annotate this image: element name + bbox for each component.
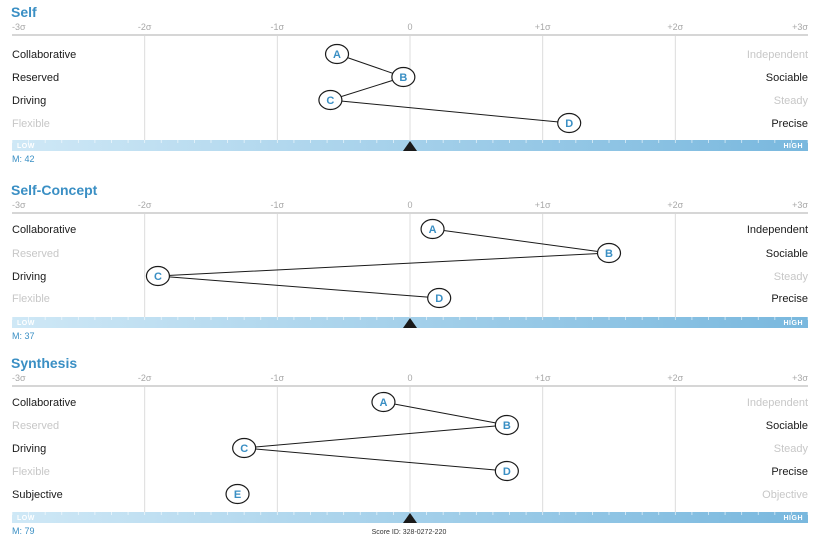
row-label-right: Steady (774, 271, 809, 283)
mean-marker (403, 141, 417, 151)
mean-marker (403, 318, 417, 328)
row-label-left: Collaborative (12, 49, 76, 61)
row-label-right: Steady (774, 95, 809, 107)
row-label-right: Independent (747, 397, 808, 409)
axis-tick-label: 0 (407, 373, 412, 383)
data-point (494, 460, 519, 482)
row-label-right: Precise (771, 293, 808, 305)
axis-tick-label: 0 (407, 200, 412, 210)
row-label-left: Flexible (12, 118, 50, 130)
row-label-right: Independent (747, 49, 808, 61)
data-point-label: E (234, 489, 241, 501)
axis-tick-label: +1σ (535, 373, 551, 383)
data-point (371, 391, 396, 413)
bar-high-label: HIGH (784, 320, 804, 327)
row-label-left: Reserved (12, 420, 59, 432)
bar-low-label: LOW (17, 515, 35, 522)
axis-tick-label: +2σ (667, 373, 683, 383)
data-point (318, 89, 343, 111)
data-point-label: C (326, 95, 334, 107)
mean-value: M: 42 (12, 154, 35, 164)
data-point-label: B (605, 248, 613, 260)
data-point-label: C (240, 443, 248, 455)
row-label-left: Subjective (12, 489, 63, 501)
data-point (145, 265, 171, 287)
row-label-left: Flexible (12, 466, 50, 478)
axis-tick-label: +1σ (535, 22, 551, 32)
axis-tick-label: -3σ (12, 373, 26, 383)
mean-value: M: 37 (12, 331, 35, 341)
data-point-label: C (154, 271, 162, 283)
row-label-left: Driving (12, 271, 46, 283)
axis-tick-label: -2σ (138, 373, 152, 383)
row-label-right: Sociable (766, 420, 808, 432)
data-point-label: B (503, 420, 511, 432)
row-label-right: Sociable (766, 72, 808, 84)
axis-tick-label: -3σ (12, 200, 26, 210)
data-point-label: B (399, 72, 407, 84)
profile-line (157, 228, 610, 299)
axis-tick-label: +3σ (792, 22, 808, 32)
axis-tick-label: -2σ (138, 22, 152, 32)
axis-tick-label: -2σ (138, 200, 152, 210)
bar-high-label: HIGH (784, 515, 804, 522)
row-label-left: Flexible (12, 293, 50, 305)
data-point-label: A (333, 49, 341, 61)
data-point (391, 66, 416, 88)
axis-tick-label: -1σ (271, 373, 285, 383)
row-label-left: Reserved (12, 72, 59, 84)
data-point (427, 287, 452, 309)
axis-tick-label: +2σ (667, 22, 683, 32)
row-label-left: Collaborative (12, 224, 76, 236)
row-label-right: Objective (762, 489, 808, 501)
data-point (420, 218, 445, 240)
bar-low-label: LOW (17, 320, 35, 327)
section-title: Self (11, 4, 37, 20)
row-label-right: Independent (747, 224, 808, 236)
row-label-left: Collaborative (12, 397, 76, 409)
bar-high-label: HIGH (784, 143, 804, 150)
data-point (324, 43, 350, 65)
data-point (494, 414, 519, 436)
axis-tick-label: 0 (407, 22, 412, 32)
data-point-label: A (379, 397, 387, 409)
row-label-right: Precise (771, 118, 808, 130)
bar-low-label: LOW (17, 143, 35, 150)
row-label-left: Reserved (12, 248, 59, 260)
data-point (596, 242, 622, 264)
score-id: Score ID: 328-0272-220 (372, 529, 447, 536)
row-label-right: Sociable (766, 248, 808, 260)
data-point-label: D (565, 118, 573, 130)
row-label-left: Driving (12, 95, 46, 107)
profile-line (330, 53, 570, 124)
axis-tick-label: -1σ (271, 22, 285, 32)
axis-tick-label: +1σ (535, 200, 551, 210)
axis-tick-label: -1σ (271, 200, 285, 210)
mean-marker (403, 513, 417, 523)
data-point-label: A (429, 224, 437, 236)
section-title: Synthesis (11, 355, 77, 371)
data-point (225, 483, 250, 505)
axis-tick-label: -3σ (12, 22, 26, 32)
row-label-right: Steady (774, 443, 809, 455)
data-point (557, 112, 582, 134)
mean-value: M: 79 (12, 526, 35, 536)
row-label-left: Driving (12, 443, 46, 455)
profile-line (244, 401, 507, 472)
axis-tick-label: +3σ (792, 373, 808, 383)
row-label-right: Precise (771, 466, 808, 478)
axis-tick-label: +2σ (667, 200, 683, 210)
section-title: Self-Concept (11, 182, 98, 198)
data-point (232, 437, 257, 459)
axis-tick-label: +3σ (792, 200, 808, 210)
data-point-label: D (503, 466, 511, 478)
data-point-label: D (435, 293, 443, 305)
